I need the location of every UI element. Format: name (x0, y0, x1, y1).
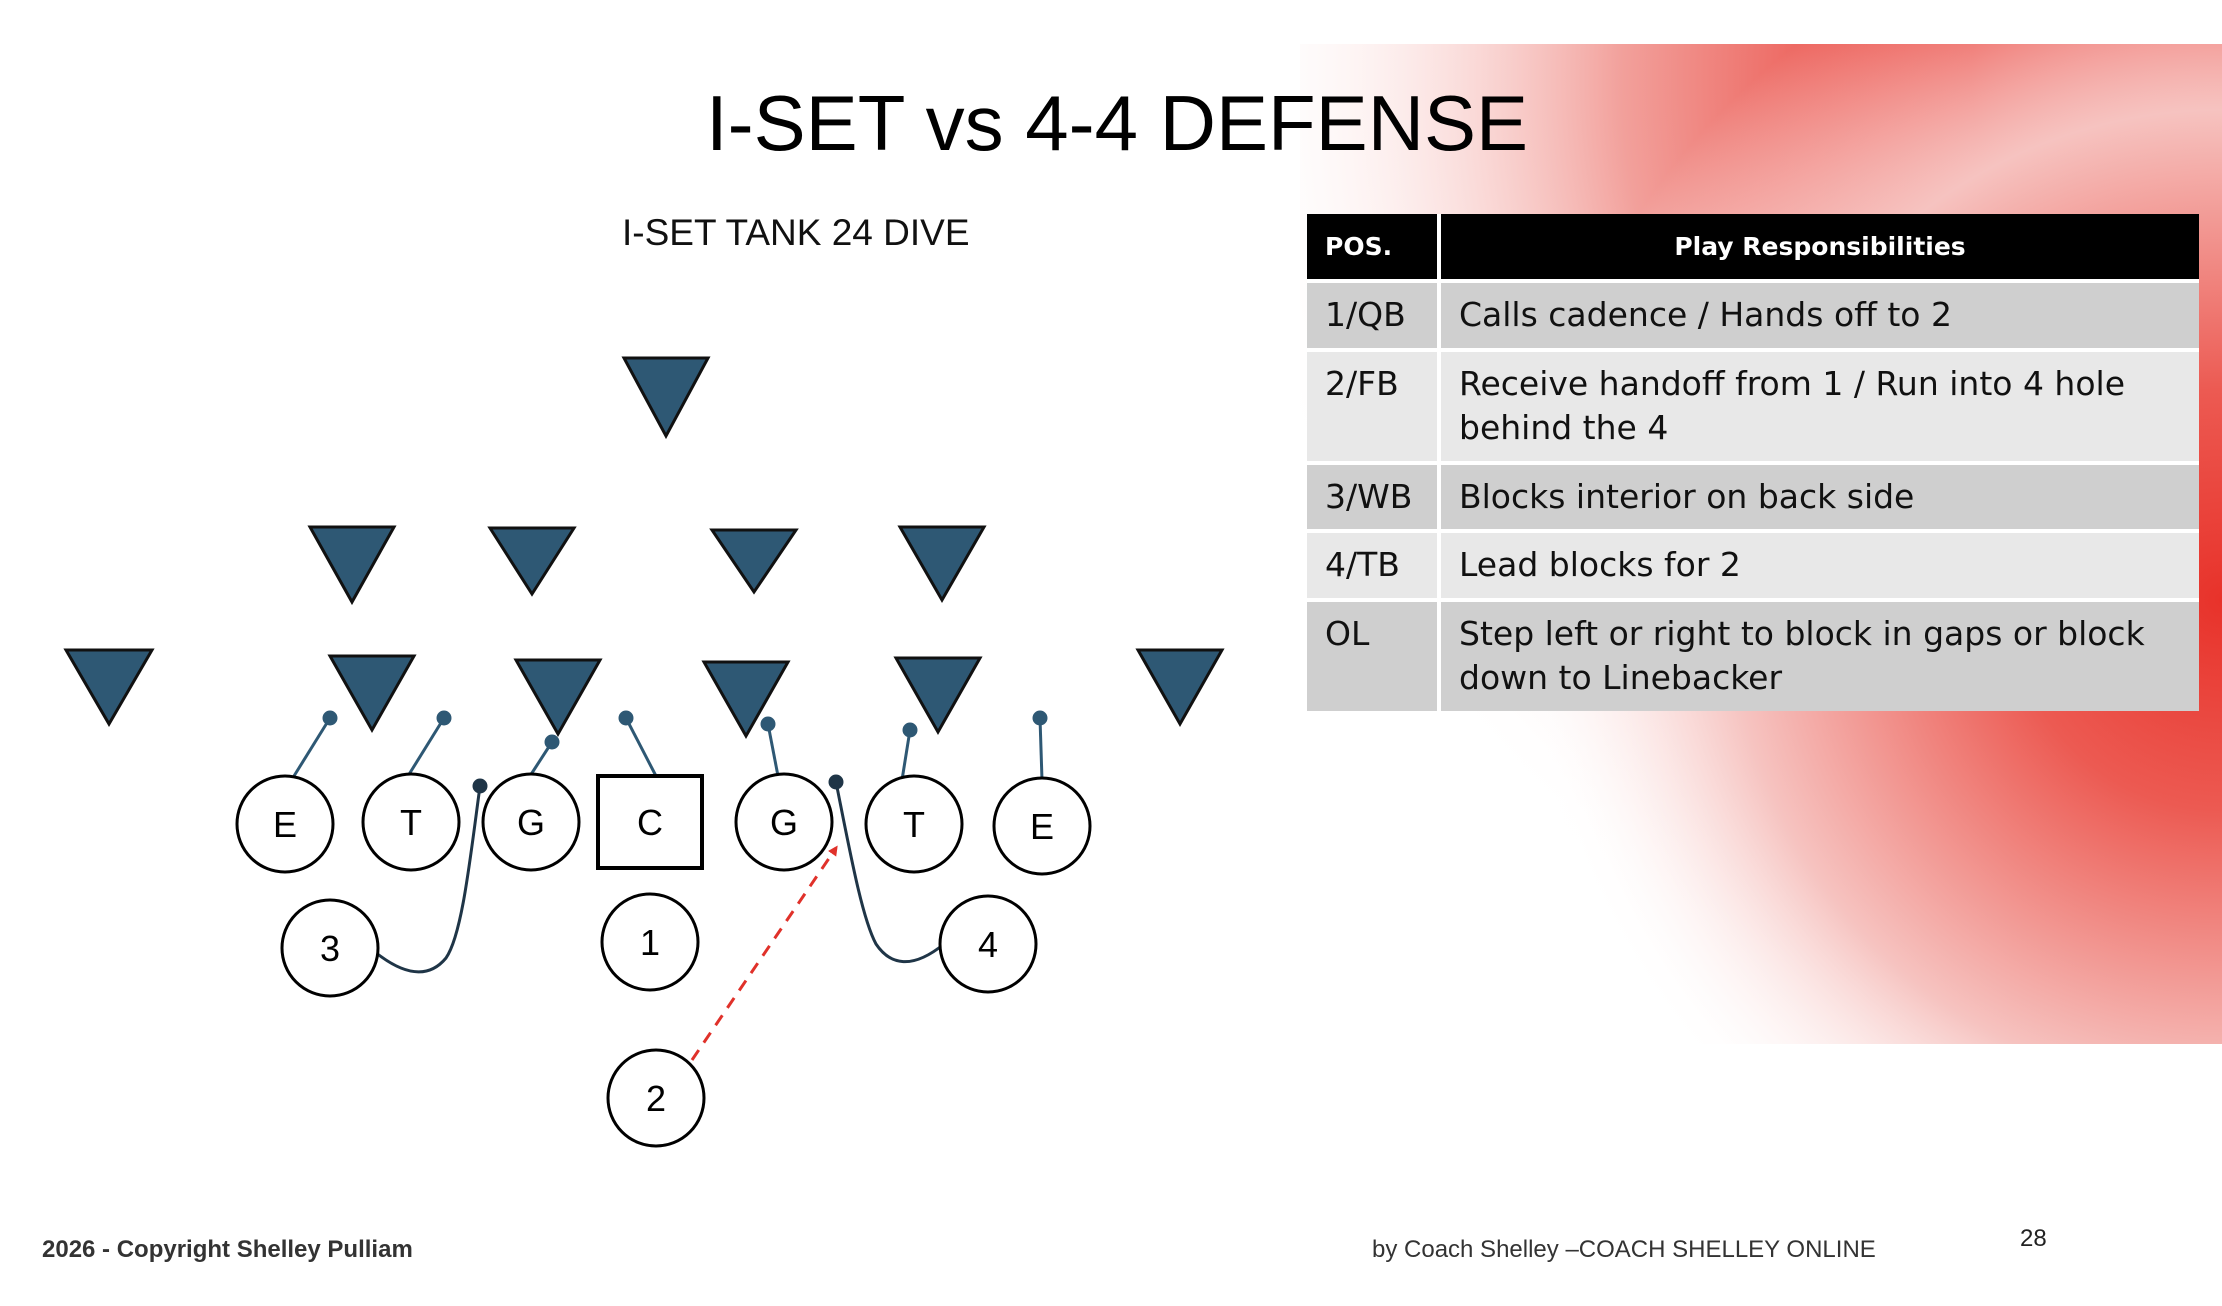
player-2-fullback (606, 1048, 706, 1148)
row-position: 3/WB (1307, 460, 1441, 532)
route-4-tailback (834, 781, 945, 964)
defense (63, 356, 1225, 740)
defender-dl-4 (893, 656, 983, 736)
label-tackle-left: T (400, 802, 422, 843)
row-responsibility: Calls cadence / Hands off to 2 (1439, 279, 2199, 350)
label-end-right: E (1030, 806, 1054, 847)
label-4: 4 (978, 924, 998, 965)
row-responsibility: Step left or right to block in gaps or b… (1439, 597, 2199, 711)
play-name: I-SET TANK 24 DIVE (622, 212, 970, 253)
table-row: 4/TB Lead blocks for 2 (1307, 529, 2199, 600)
table-row: 1/QB Calls cadence / Hands off to 2 (1307, 279, 2199, 350)
blocking-assignments (292, 710, 1048, 781)
defender-corner-right (1135, 648, 1225, 728)
defender-lb-2 (487, 526, 577, 597)
label-3: 3 (320, 928, 340, 969)
label-center: C (637, 802, 663, 843)
label-end-left: E (273, 804, 297, 845)
label-guard-left: G (517, 802, 545, 843)
page-number: 28 (2020, 1225, 2047, 1252)
table-row: 2/FB Receive handoff from 1 / Run into 4… (1307, 347, 2199, 463)
header-responsibilities: Play Responsibilities (1439, 214, 2199, 281)
slide-title: I-SET vs 4-4 DEFENSE (706, 79, 1529, 167)
defender-lb-1 (307, 525, 397, 606)
player-tackle-right (864, 774, 964, 874)
row-position: OL (1307, 597, 1441, 711)
row-position: 2/FB (1307, 347, 1441, 463)
defender-dl-2 (513, 658, 603, 738)
row-position: 4/TB (1307, 529, 1441, 600)
table-row: 3/WB Blocks interior on back side (1307, 460, 2199, 532)
defender-lb-3 (709, 528, 799, 595)
route-3-wingback (374, 785, 482, 974)
table-header-row: POS. Play Responsibilities (1307, 214, 2199, 281)
player-tackle-left (361, 772, 461, 872)
responsibilities-table: POS. Play Responsibilities 1/QB Calls ca… (1307, 214, 2199, 711)
label-guard-right: G (770, 802, 798, 843)
player-4-tailback (938, 894, 1038, 994)
run-path-2-dive (690, 845, 838, 1061)
label-1: 1 (640, 922, 660, 963)
defender-safety (621, 356, 711, 440)
player-center (596, 774, 704, 870)
row-responsibility: Blocks interior on back side (1439, 460, 2199, 532)
header-position: POS. (1307, 214, 1441, 281)
player-guard-right (734, 772, 834, 872)
back-routes (374, 774, 945, 974)
player-end-left (235, 774, 335, 874)
author-footer: by Coach Shelley –COACH SHELLEY ONLINE (1372, 1236, 1876, 1263)
row-position: 1/QB (1307, 279, 1441, 350)
copyright-footer: 2026 - Copyright Shelley Pulliam (42, 1236, 413, 1263)
player-1-quarterback (600, 892, 700, 992)
defender-dl-3 (701, 660, 791, 740)
backfield: 3 1 4 2 (280, 892, 1038, 1148)
player-guard-left (481, 772, 581, 872)
offensive-line: E T G C G T E (235, 772, 1092, 876)
row-responsibility: Receive handoff from 1 / Run into 4 hole… (1439, 347, 2199, 463)
player-3-wingback (280, 898, 380, 998)
defender-dl-1 (327, 654, 417, 734)
defender-lb-4 (897, 525, 987, 604)
player-end-right (992, 776, 1092, 876)
label-2: 2 (646, 1078, 666, 1119)
defender-corner-left (63, 648, 155, 727)
table-row: OL Step left or right to block in gaps o… (1307, 597, 2199, 711)
row-responsibility: Lead blocks for 2 (1439, 529, 2199, 600)
label-tackle-right: T (903, 804, 925, 845)
